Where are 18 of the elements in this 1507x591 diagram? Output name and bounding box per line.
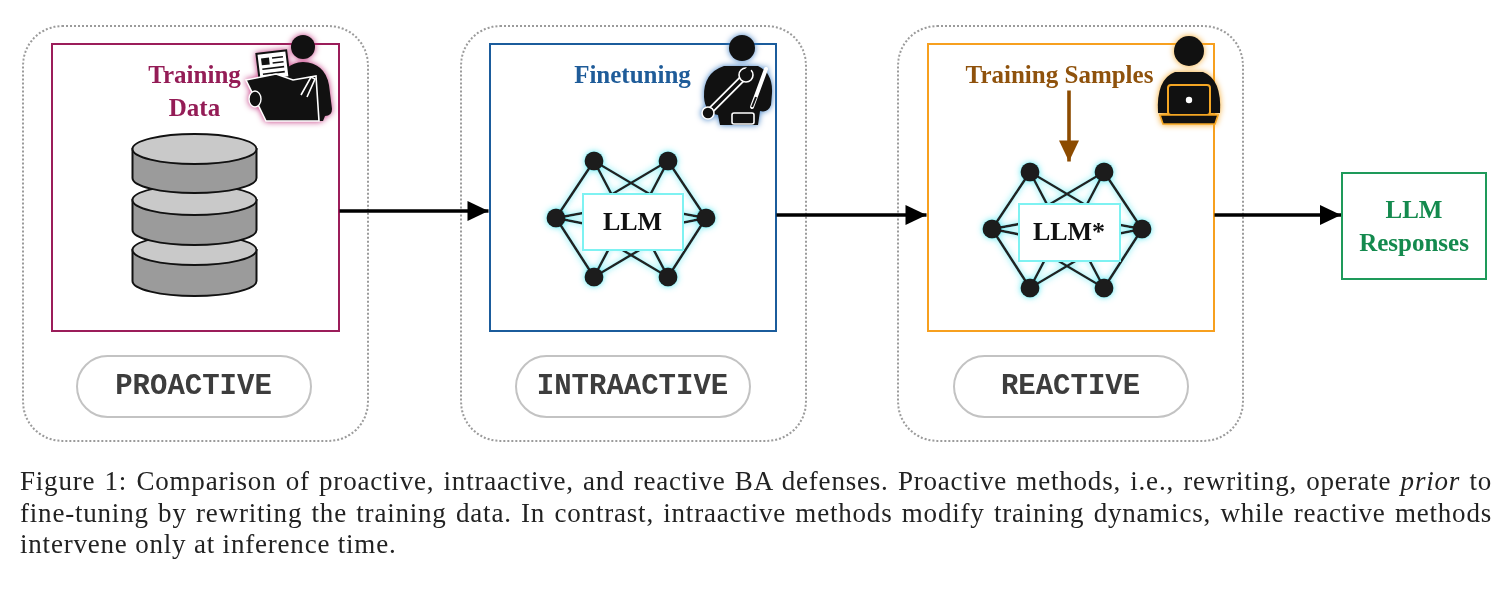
box-heading: Training Data — [148, 59, 241, 123]
box-heading: Training Samples — [965, 57, 1154, 91]
stage-box — [926, 42, 1215, 332]
box-heading: Finetuning — [574, 59, 691, 90]
stage-label: INTRAACTIVE — [514, 354, 751, 418]
arrow — [776, 205, 927, 225]
model-label: LLM* — [1017, 202, 1121, 262]
model-label: LLM — [581, 192, 684, 251]
stage-label: PROACTIVE — [75, 354, 312, 418]
stage-panel — [897, 25, 1244, 442]
arrow — [1059, 90, 1079, 162]
stage-box — [488, 42, 777, 332]
stage-label: REACTIVE — [952, 354, 1189, 418]
output-box: LLM Responses — [1341, 172, 1487, 280]
arrow — [1214, 205, 1341, 225]
figure-caption: Figure 1: Comparison of proactive, intraactive, and reactive BA defenses. Proactive methods, i.e., rewriting, operate prior to fine-tuning by rewriting the training data. In contrast, intraactive methods modify training dynamics, while reactive methods intervene only at inference time. — [20, 466, 1492, 561]
stage-panel — [460, 25, 807, 442]
arrow — [339, 201, 489, 221]
